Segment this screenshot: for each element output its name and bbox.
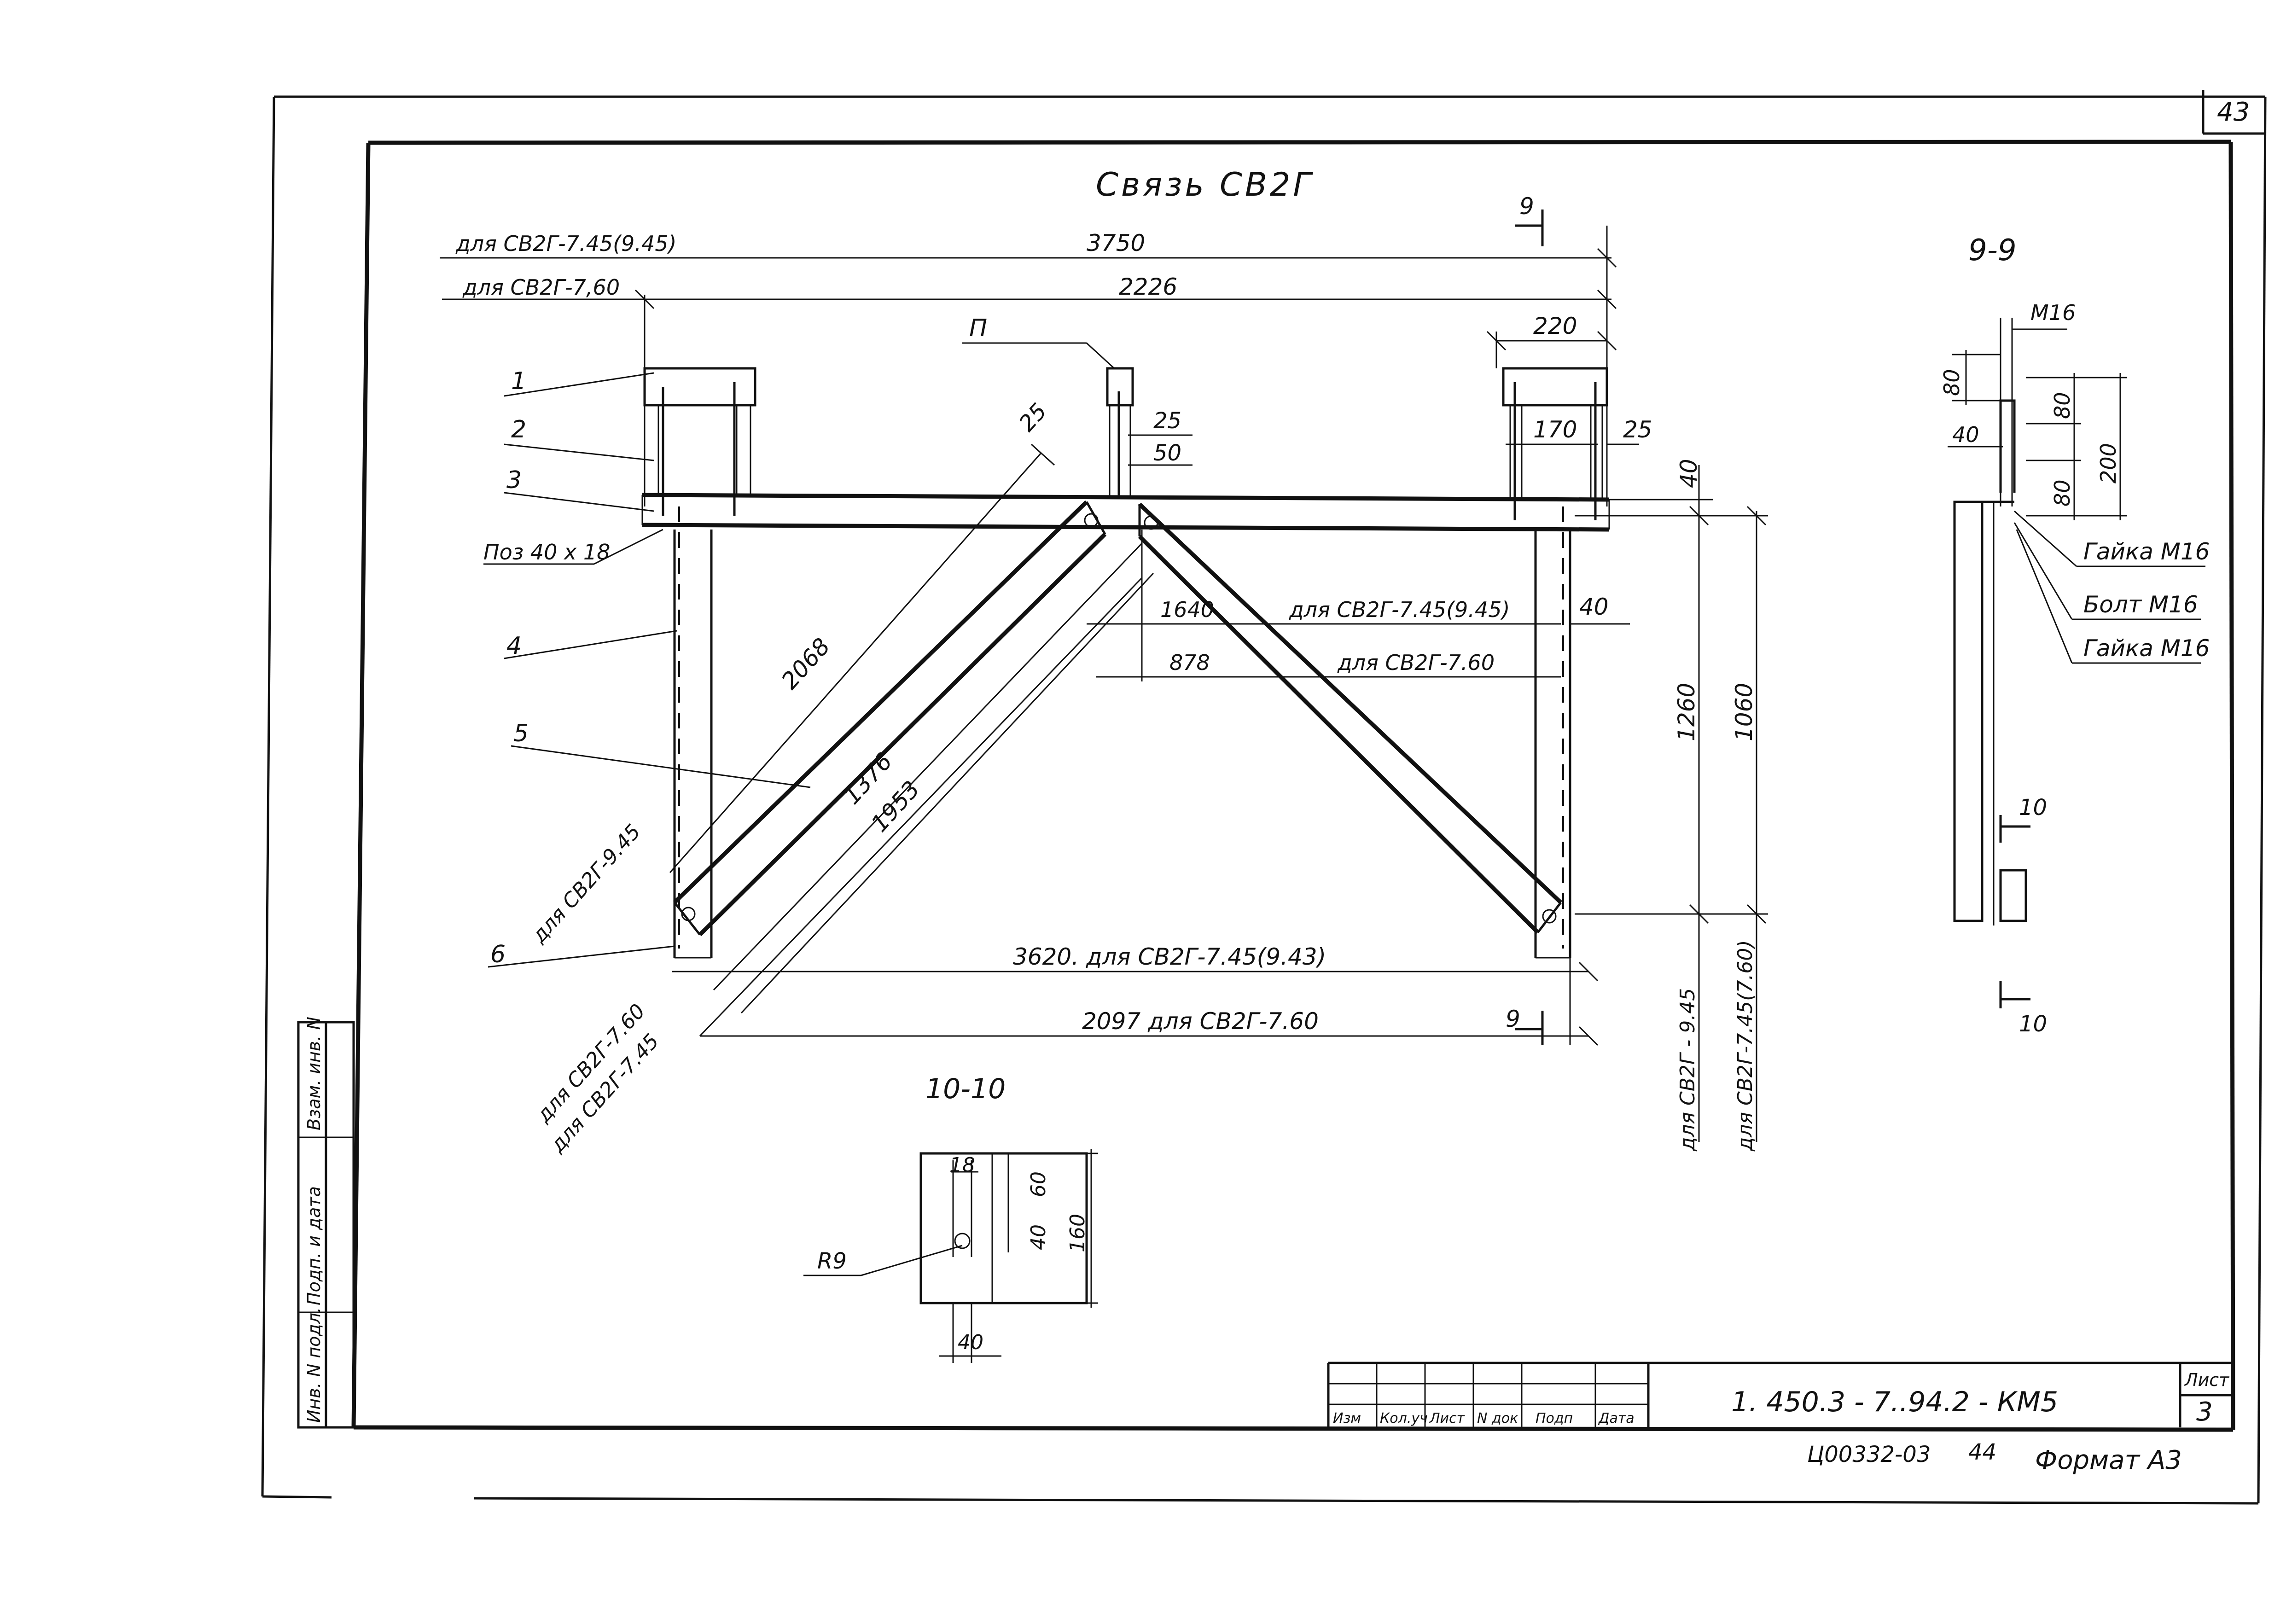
- archive-code: Ц00332-03: [1807, 1442, 1931, 1467]
- corner-number-box: 43: [2202, 90, 2265, 135]
- callout-5: 5: [513, 720, 529, 747]
- dim-40-right: 40: [1675, 459, 1702, 488]
- section-9-9: 9-9 М16 80 40 80 80 200 Гайка М16 Болт М…: [1939, 233, 2210, 1037]
- sheet-label: Лист: [2184, 1370, 2230, 1390]
- dim-200: 200: [2096, 443, 2121, 483]
- drawing-title: Связь СВ2Г: [1096, 166, 1314, 204]
- label-r9: R9: [817, 1248, 847, 1274]
- stamp-header-list: Лист: [1429, 1410, 1466, 1426]
- dim-3620: 3620. для СВ2Г-7.45(9.43): [1013, 943, 1326, 970]
- stamp-header-podp: Подп: [1536, 1410, 1573, 1426]
- dim-40-post: 40: [1579, 594, 1609, 620]
- stamp-header-ndok: N док: [1477, 1410, 1518, 1426]
- corner-number: 43: [2217, 97, 2250, 127]
- archive-sheet: 44: [1968, 1439, 1996, 1465]
- dim-18: 18: [949, 1153, 975, 1177]
- dim-40-bottom: 40: [958, 1331, 983, 1354]
- dim-160: 160: [1066, 1214, 1089, 1252]
- callout-2: 2: [511, 416, 526, 443]
- stamp-header-kol: Кол.уч: [1380, 1410, 1428, 1426]
- dim-40-sec9: 40: [1952, 422, 1979, 447]
- callout-poz: Поз 40 x 18: [483, 540, 610, 565]
- dim-label-745-vert: для СВ2Г-7.45(7.60): [1734, 940, 1757, 1152]
- dim-diag-label-945: для СВ2Г-9.45: [527, 820, 646, 948]
- section-mark-9-bottom: 9: [1506, 1006, 1520, 1032]
- dim-25-right: 25: [1623, 416, 1652, 443]
- dim-80-a: 80: [1939, 369, 1964, 396]
- side-field-replace: Взам. инв. N: [304, 1017, 324, 1130]
- dim-878-label: для СВ2Г-7.60: [1337, 650, 1495, 675]
- main-view: для СВ2Г-7.45(9.45) 3750 для СВ2Г-7,60 2…: [440, 193, 1768, 1157]
- dim-1060: 1060: [1731, 683, 1757, 741]
- outer-frame: [261, 95, 2267, 1505]
- dim-diag-25: 25: [1014, 398, 1052, 437]
- dim-40-sec10: 40: [1027, 1224, 1050, 1250]
- dim-top-2226: 2226: [1119, 274, 1177, 300]
- side-stamp: Инв. N подл. Подп. и дата Взам. инв. N: [297, 1017, 355, 1429]
- dim-2097: 2097 для СВ2Г-7.60: [1082, 1008, 1319, 1035]
- dim-80-c: 80: [2050, 479, 2075, 506]
- label-bolt: Болт М16: [2083, 591, 2198, 618]
- section-10-10: 10-10 18 60 40 160 40 R9: [803, 1073, 1098, 1363]
- section-9-title: 9-9: [1968, 233, 2017, 268]
- dim-25-mid: 25: [1153, 408, 1181, 434]
- callout-1: 1: [511, 367, 526, 395]
- title-block: Изм Кол.уч Лист N док Подп Дата 1. 450.3…: [1327, 1362, 2233, 1427]
- dim-878: 878: [1169, 650, 1210, 675]
- document-code: 1. 450.3 - 7..94.2 - КМ5: [1731, 1386, 2058, 1418]
- section-mark-10-top: 10: [2019, 795, 2047, 821]
- dim-label-945-vert: для СВ2Г - 9.45: [1676, 988, 1699, 1152]
- section-mark-9-top: 9: [1519, 193, 1534, 220]
- callout-p: П: [969, 314, 987, 342]
- dim-top-label-945: для СВ2Г-7.45(9.45): [455, 231, 676, 256]
- side-field-inv: Инв. N подл.: [304, 1307, 324, 1423]
- label-nut-2: Гайка М16: [2083, 635, 2210, 662]
- label-nut-1: Гайка М16: [2083, 538, 2210, 565]
- dim-1640-label: для СВ2Г-7.45(9.45): [1289, 597, 1510, 622]
- side-field-sign: Подп. и дата: [304, 1186, 324, 1305]
- dim-m16: М16: [2030, 300, 2076, 325]
- dim-220: 220: [1533, 313, 1577, 339]
- dim-170: 170: [1533, 416, 1577, 443]
- stamp-header-data: Дата: [1598, 1410, 1635, 1426]
- callout-6: 6: [490, 941, 506, 968]
- dim-1640: 1640: [1160, 597, 1214, 622]
- inner-frame: [351, 140, 2235, 1432]
- sheet-number: 3: [2196, 1397, 2213, 1427]
- stamp-header-izm: Изм: [1333, 1410, 1361, 1426]
- callout-3: 3: [506, 466, 522, 494]
- dim-60-sec10: 60: [1027, 1171, 1050, 1197]
- format-label: Формат А3: [2035, 1445, 2182, 1475]
- dim-diag-2068: 2068: [776, 633, 835, 694]
- section-10-title: 10-10: [925, 1073, 1006, 1105]
- section-mark-10-bottom: 10: [2019, 1011, 2047, 1037]
- dim-top-3750: 3750: [1087, 230, 1145, 256]
- dim-80-b: 80: [2050, 392, 2075, 419]
- callout-4: 4: [506, 632, 522, 660]
- dim-50-mid: 50: [1153, 440, 1181, 466]
- dim-1260: 1260: [1673, 683, 1700, 741]
- dim-top-label-760: для СВ2Г-7,60: [462, 275, 620, 300]
